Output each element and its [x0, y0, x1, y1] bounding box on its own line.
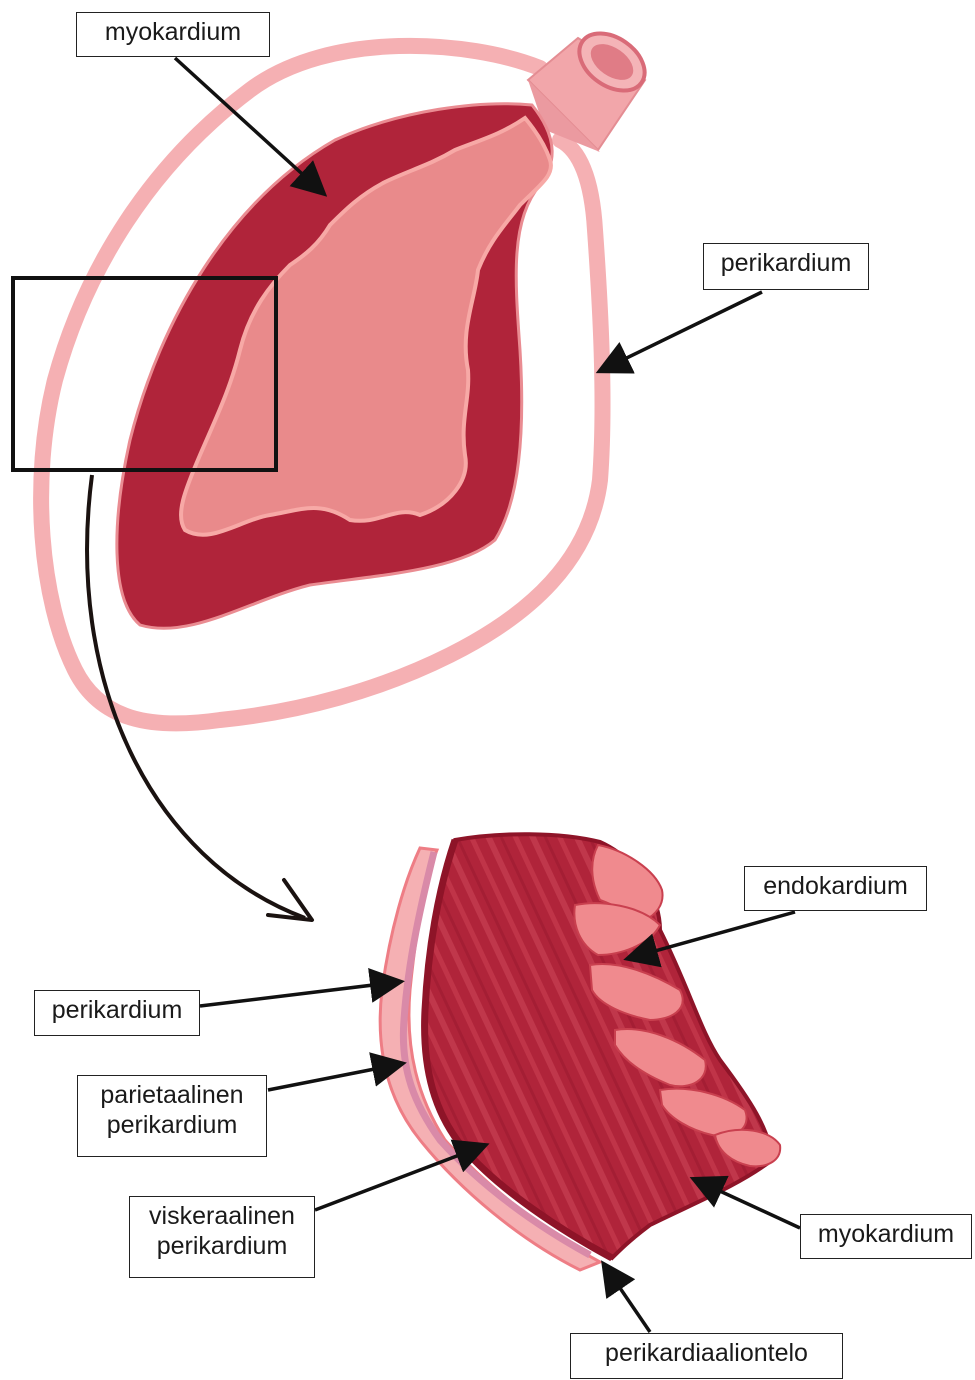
label-text-line1: viskeraalinen: [138, 1201, 306, 1231]
label-text-line2: perikardium: [138, 1231, 306, 1261]
label-endokardium: endokardium: [744, 866, 927, 911]
label-text-line2: perikardium: [86, 1110, 258, 1140]
label-text-line1: parietaalinen: [86, 1080, 258, 1110]
arrow-bottom-myokardium: [696, 1180, 800, 1228]
label-text: perikardiaaliontelo: [579, 1338, 834, 1368]
wall-section: [380, 834, 780, 1270]
arrow-perikardiaaliontelo: [605, 1266, 650, 1332]
arrow-top-perikardium: [602, 292, 762, 370]
label-top-perikardium: perikardium: [703, 243, 869, 290]
label-text: perikardium: [43, 995, 191, 1025]
label-viskeraalinen-perikardium: viskeraalinen perikardium: [129, 1196, 315, 1278]
arrow-parietaalinen: [268, 1064, 400, 1090]
label-text: perikardium: [712, 248, 860, 278]
heart-overview: [13, 22, 655, 920]
label-perikardium: perikardium: [34, 990, 200, 1036]
label-perikardiaaliontelo: perikardiaaliontelo: [570, 1333, 843, 1379]
label-bottom-myokardium: myokardium: [800, 1214, 972, 1259]
label-text: myokardium: [809, 1219, 963, 1249]
label-top-myokardium: myokardium: [76, 12, 270, 57]
label-text: myokardium: [85, 17, 261, 47]
label-text: endokardium: [753, 871, 918, 901]
label-parietaalinen-perikardium: parietaalinen perikardium: [77, 1075, 267, 1157]
arrow-perikardium: [200, 982, 398, 1006]
